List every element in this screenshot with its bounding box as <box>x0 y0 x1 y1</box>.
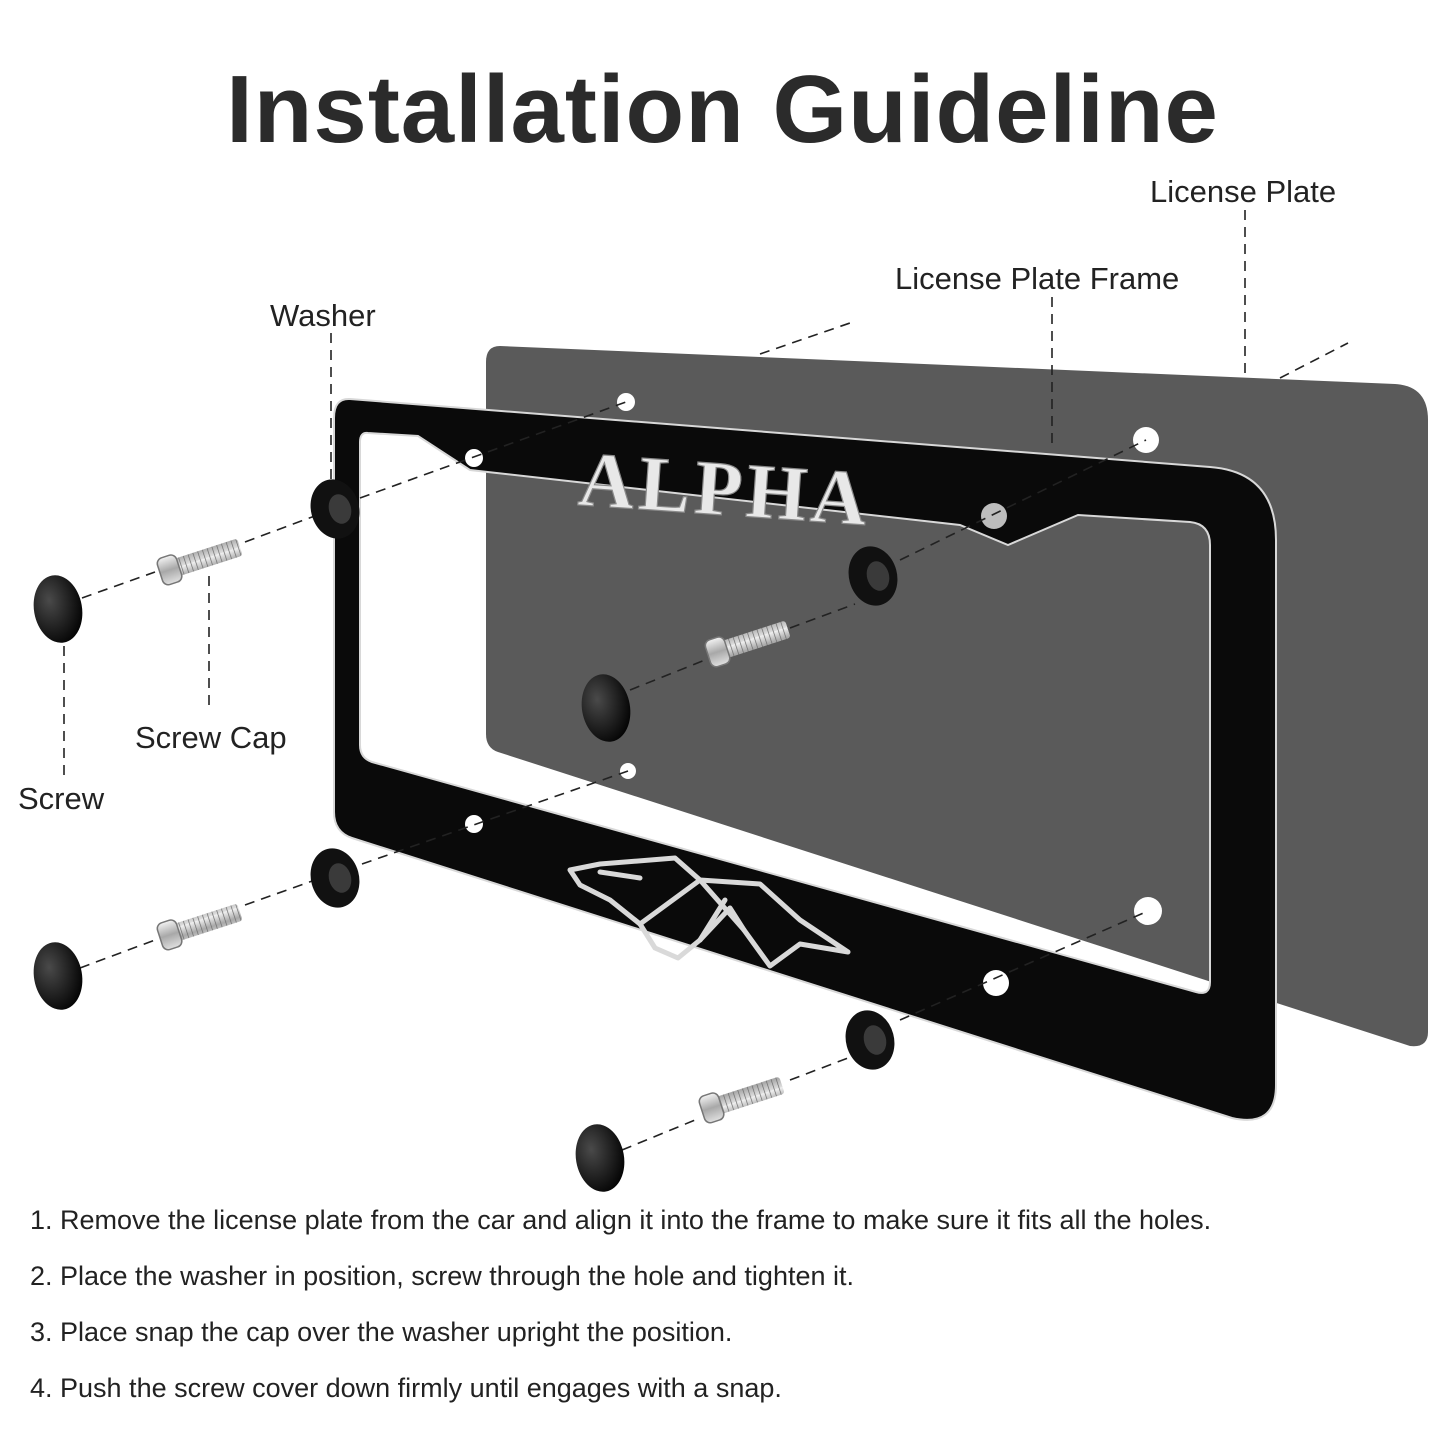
washer-icon <box>310 848 360 908</box>
step-item: 4. Push the screw cover down firmly unti… <box>30 1373 782 1403</box>
washer-icon <box>848 546 898 606</box>
screw-icon <box>156 539 242 586</box>
screw-icon <box>704 621 790 668</box>
screw-cap-icon <box>33 942 83 1010</box>
step-item: 1. Remove the license plate from the car… <box>30 1205 1212 1235</box>
wolf-emblem-icon <box>567 855 851 969</box>
screw-cap-icon <box>575 1124 625 1192</box>
license-plate-frame: ALPHA <box>333 397 1277 1121</box>
alignment-lines <box>63 210 1349 1151</box>
label-license-plate: License Plate <box>1150 174 1337 209</box>
screw-cap-icon <box>581 674 631 742</box>
label-screw: Screw <box>18 781 105 816</box>
screw-icon <box>698 1077 784 1124</box>
washer-icon <box>845 1010 895 1070</box>
label-license-plate-frame: License Plate Frame <box>895 261 1180 296</box>
frame-brand-text: ALPHA <box>576 435 874 542</box>
screw-cap-icon <box>33 575 83 643</box>
label-washer: Washer <box>270 298 376 333</box>
step-item: 3. Place snap the cap over the washer up… <box>30 1317 733 1347</box>
instruction-steps: 1. Remove the license plate from the car… <box>30 1200 1211 1424</box>
label-screw-cap: Screw Cap <box>135 720 287 755</box>
screw-icon <box>156 904 242 951</box>
washer-icon <box>310 479 360 539</box>
step-item: 2. Place the washer in position, screw t… <box>30 1261 855 1291</box>
page-title: Installation Guideline <box>226 56 1219 163</box>
